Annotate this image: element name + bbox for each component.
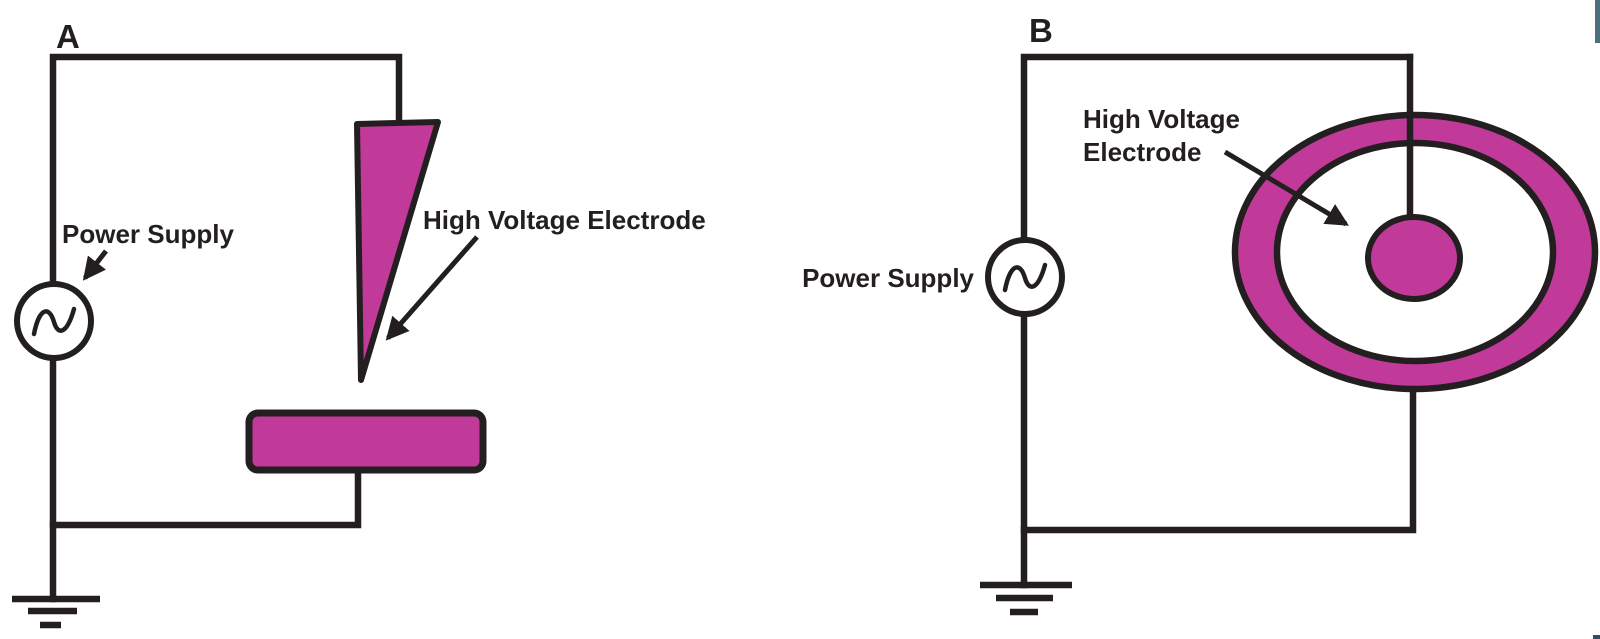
arrow-to-power-supply-a xyxy=(82,249,108,281)
panel-b: B Power Supply High Voltage Electrode xyxy=(802,12,1599,616)
arrow-to-electrode-b xyxy=(1223,149,1349,227)
electrode-label-b-line2: Electrode xyxy=(1083,137,1202,167)
wire-b-top-loop xyxy=(1020,53,1414,247)
power-supply-label-b: Power Supply xyxy=(802,263,974,293)
needle-electrode-shape xyxy=(354,119,441,383)
ground-symbol-a xyxy=(12,595,100,629)
panel-a: A Power Supply High Voltage Electrode xyxy=(12,18,706,629)
wire-a-top-loop xyxy=(49,53,403,291)
power-supply-icon-a xyxy=(14,281,94,361)
panel-b-label: B xyxy=(1029,12,1053,49)
outer-ring-electrode-shape xyxy=(1231,111,1599,393)
top-right-accent-bar xyxy=(1595,0,1600,43)
arrow-to-electrode-a xyxy=(385,235,479,341)
bottom-right-accent-mark xyxy=(1593,635,1600,639)
ground-symbol-b xyxy=(980,581,1072,616)
sine-wave-icon xyxy=(31,306,77,337)
electrode-label-b-line1: High Voltage xyxy=(1083,104,1240,134)
wire-b-bottom-return xyxy=(1020,383,1417,534)
sine-wave-icon xyxy=(1002,262,1048,293)
plate-electrode-shape xyxy=(245,409,487,474)
center-disc-electrode-shape xyxy=(1365,214,1463,302)
power-supply-label-a: Power Supply xyxy=(62,219,234,249)
wire-a-bottom-return xyxy=(49,466,362,529)
power-supply-icon-b xyxy=(985,237,1065,317)
electrode-label-a: High Voltage Electrode xyxy=(423,205,706,235)
panel-a-label: A xyxy=(56,18,80,55)
